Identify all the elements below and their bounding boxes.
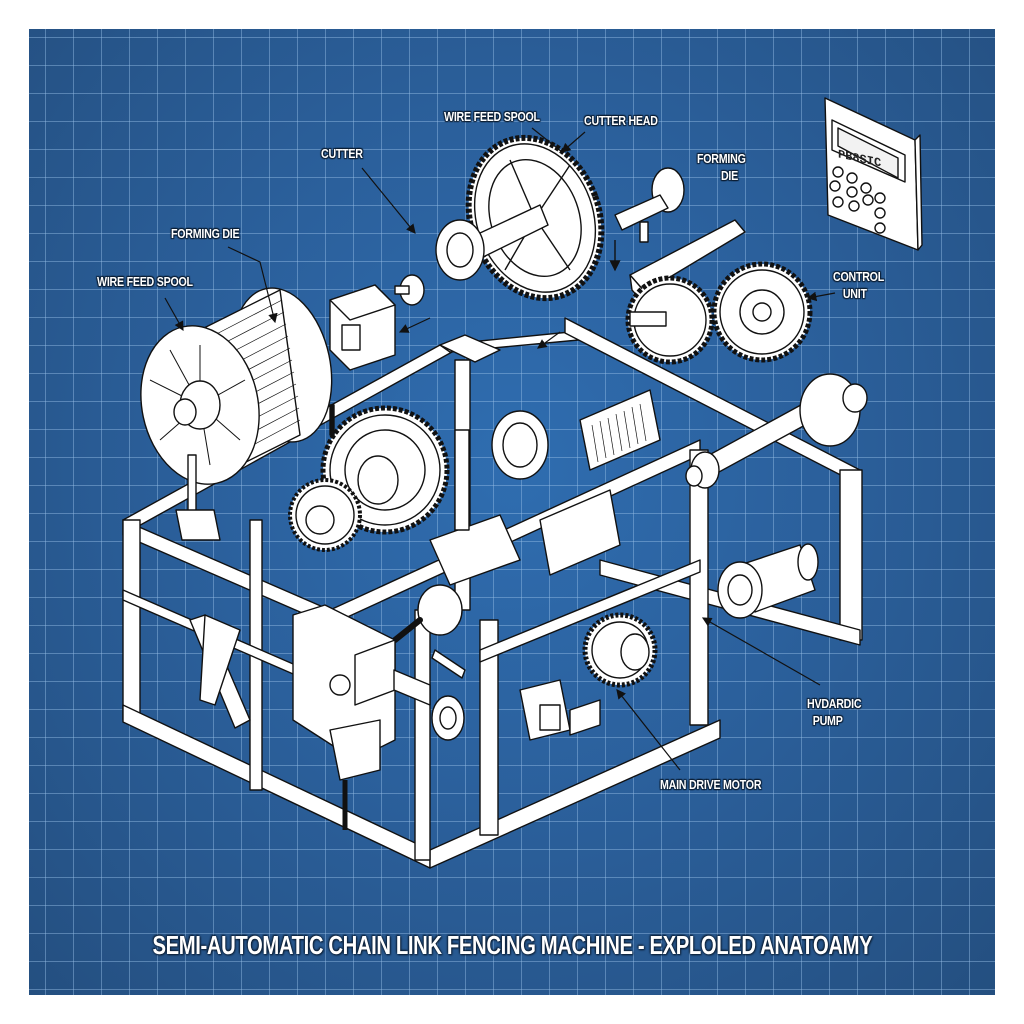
label-hydraulic-pump: HVDARDIC PUMP: [807, 695, 862, 729]
wire-feed-spool: [140, 287, 333, 541]
leader-lines: [164, 127, 836, 771]
label-control-unit: CONTROL UNIT: [833, 268, 884, 302]
label-control-unit-line1: CONTROL: [833, 269, 884, 284]
diagram-title: SEMI-AUTOMATIC CHAIN LINK FENCING MACHIN…: [0, 930, 1024, 961]
label-hydraulic-pump-line2: PUMP: [812, 713, 843, 728]
cutter-head-gear: [435, 134, 605, 302]
label-forming-die-left: FORMING DIE: [171, 226, 240, 241]
label-wire-feed-spool-top: WIRE FEED SPOOL: [444, 109, 540, 124]
main-shaft: [685, 373, 868, 489]
diagram-title-text: SEMI-AUTOMATIC CHAIN LINK FENCING MACHIN…: [152, 930, 872, 960]
label-main-drive-motor: MAIN DRIVE MOTOR: [660, 777, 762, 792]
label-cutter: CUTTER: [321, 146, 363, 161]
main-drive-motor: [519, 612, 658, 741]
hydraulic-pump: [717, 543, 819, 619]
label-forming-die-right-line2: DIE: [720, 168, 739, 183]
label-hydraulic-pump-line1: HVDARDIC: [807, 696, 862, 711]
label-control-unit-line2: UNIT: [842, 286, 867, 301]
label-forming-die-right: FORMING DIE: [697, 150, 746, 184]
label-forming-die-right-line1: FORMING: [697, 151, 746, 166]
forming-die-part: [609, 167, 685, 272]
drive-gears-left: [288, 404, 450, 552]
cutter-block: [329, 274, 425, 371]
forming-gears-right: [625, 261, 813, 365]
clamp-assembly: [292, 604, 465, 830]
label-wire-feed-spool-left: WIRE FEED SPOOL: [97, 274, 193, 289]
label-cutter-head: CUTTER HEAD: [584, 113, 658, 128]
control-unit-device: [824, 97, 923, 251]
center-mechanism: [392, 334, 661, 679]
